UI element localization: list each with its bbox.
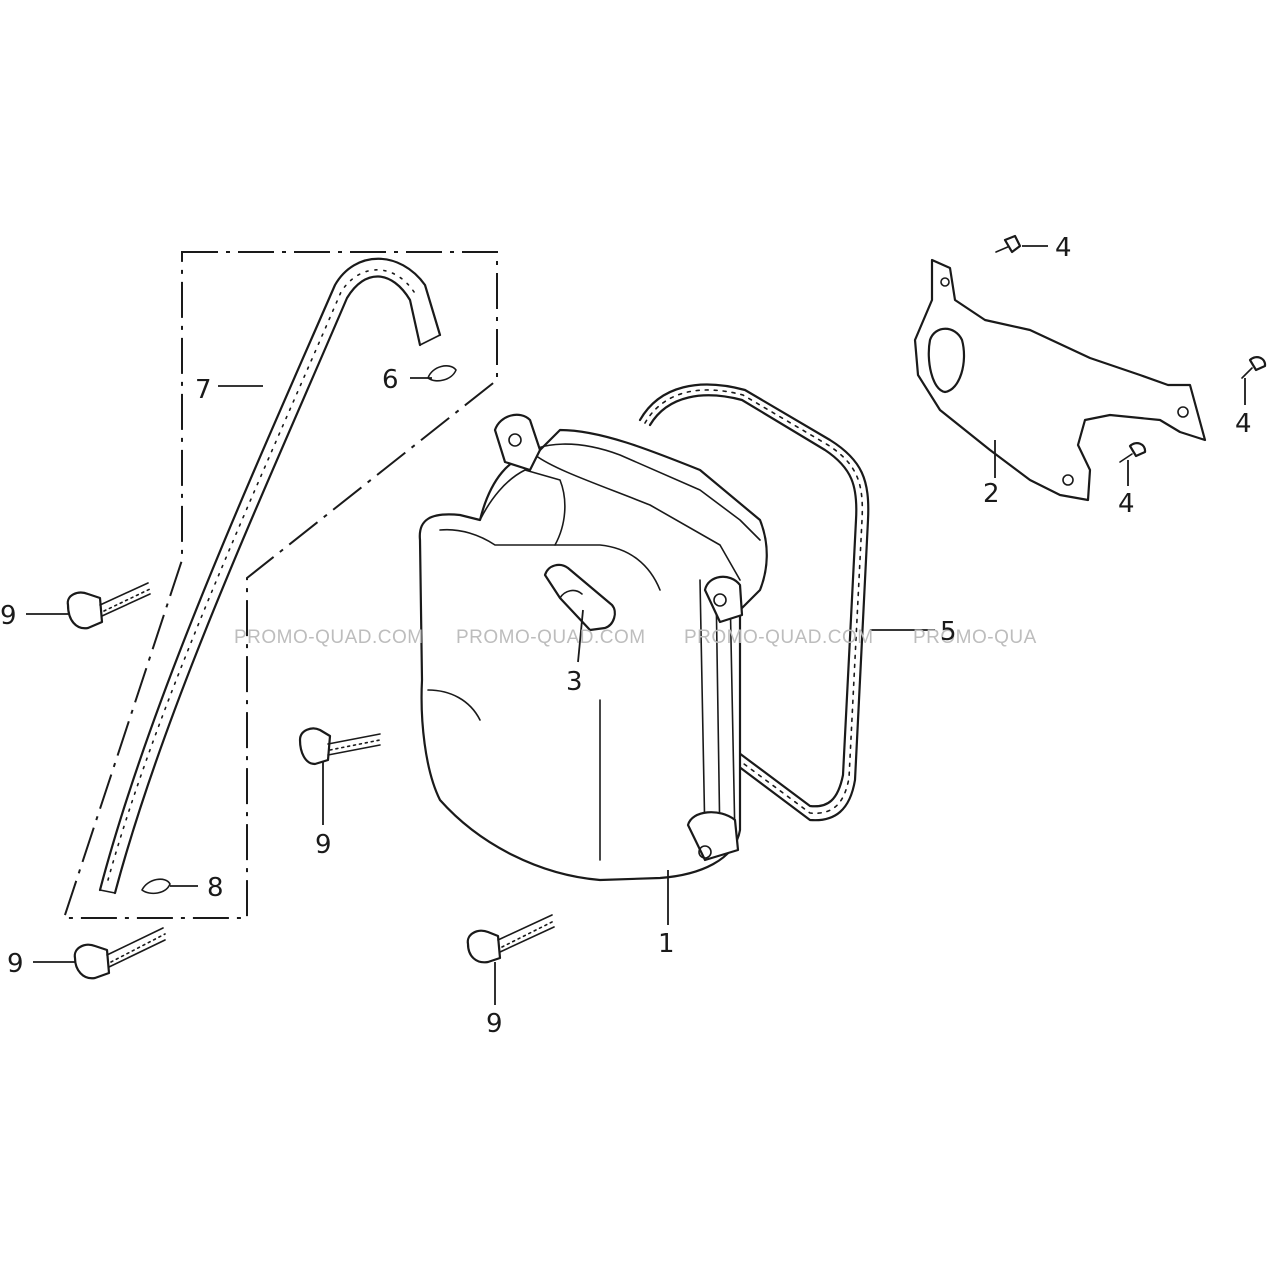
callout-9-lower-left: 9 xyxy=(7,949,24,979)
cover-gasket xyxy=(638,383,870,822)
watermark-text-2: PROMO-QUAD.COM xyxy=(456,627,646,648)
callout-8: 8 xyxy=(207,873,224,903)
callout-4-right: 4 xyxy=(1235,409,1252,439)
watermark-text-3: PROMO-QUAD.COM xyxy=(684,627,874,648)
clip-8 xyxy=(141,878,171,895)
bolt-9-middle xyxy=(298,727,381,766)
breather-tube xyxy=(98,257,442,895)
screw-4-lower xyxy=(1119,442,1147,463)
callout-9-upper-left: 9 xyxy=(0,601,17,631)
callout-7: 7 xyxy=(195,375,212,405)
watermark-text-4: PROMO-QUA xyxy=(913,627,1037,648)
callout-4-top: 4 xyxy=(1055,233,1072,263)
leader-lines xyxy=(26,245,1246,1005)
bolt-9-lower-left xyxy=(73,927,166,980)
callout-9-bottom: 9 xyxy=(486,1009,503,1039)
callout-2: 2 xyxy=(983,479,1000,509)
callout-6: 6 xyxy=(382,365,399,395)
bracket-plate xyxy=(913,258,1207,502)
watermark: PROMO-QUAD.COM PROMO-QUAD.COM PROMO-QUAD… xyxy=(234,627,1037,648)
group-outline xyxy=(62,251,498,919)
bolt-9-bottom xyxy=(466,914,555,964)
callout-1: 1 xyxy=(658,929,675,959)
watermark-text-1: PROMO-QUAD.COM xyxy=(234,627,424,648)
callout-9-middle: 9 xyxy=(315,830,332,860)
callout-labels: 4 2 4 4 5 3 1 6 7 8 9 9 9 9 xyxy=(0,233,1252,1039)
callout-4-lower: 4 xyxy=(1118,489,1135,519)
clip-6 xyxy=(427,365,457,382)
callout-5: 5 xyxy=(940,617,957,647)
callout-3: 3 xyxy=(566,667,583,697)
screw-4-right xyxy=(1241,356,1267,379)
bolt-9-upper-left xyxy=(66,582,151,630)
cylinder-head-cover xyxy=(418,413,768,882)
screw-4-top xyxy=(995,234,1022,254)
